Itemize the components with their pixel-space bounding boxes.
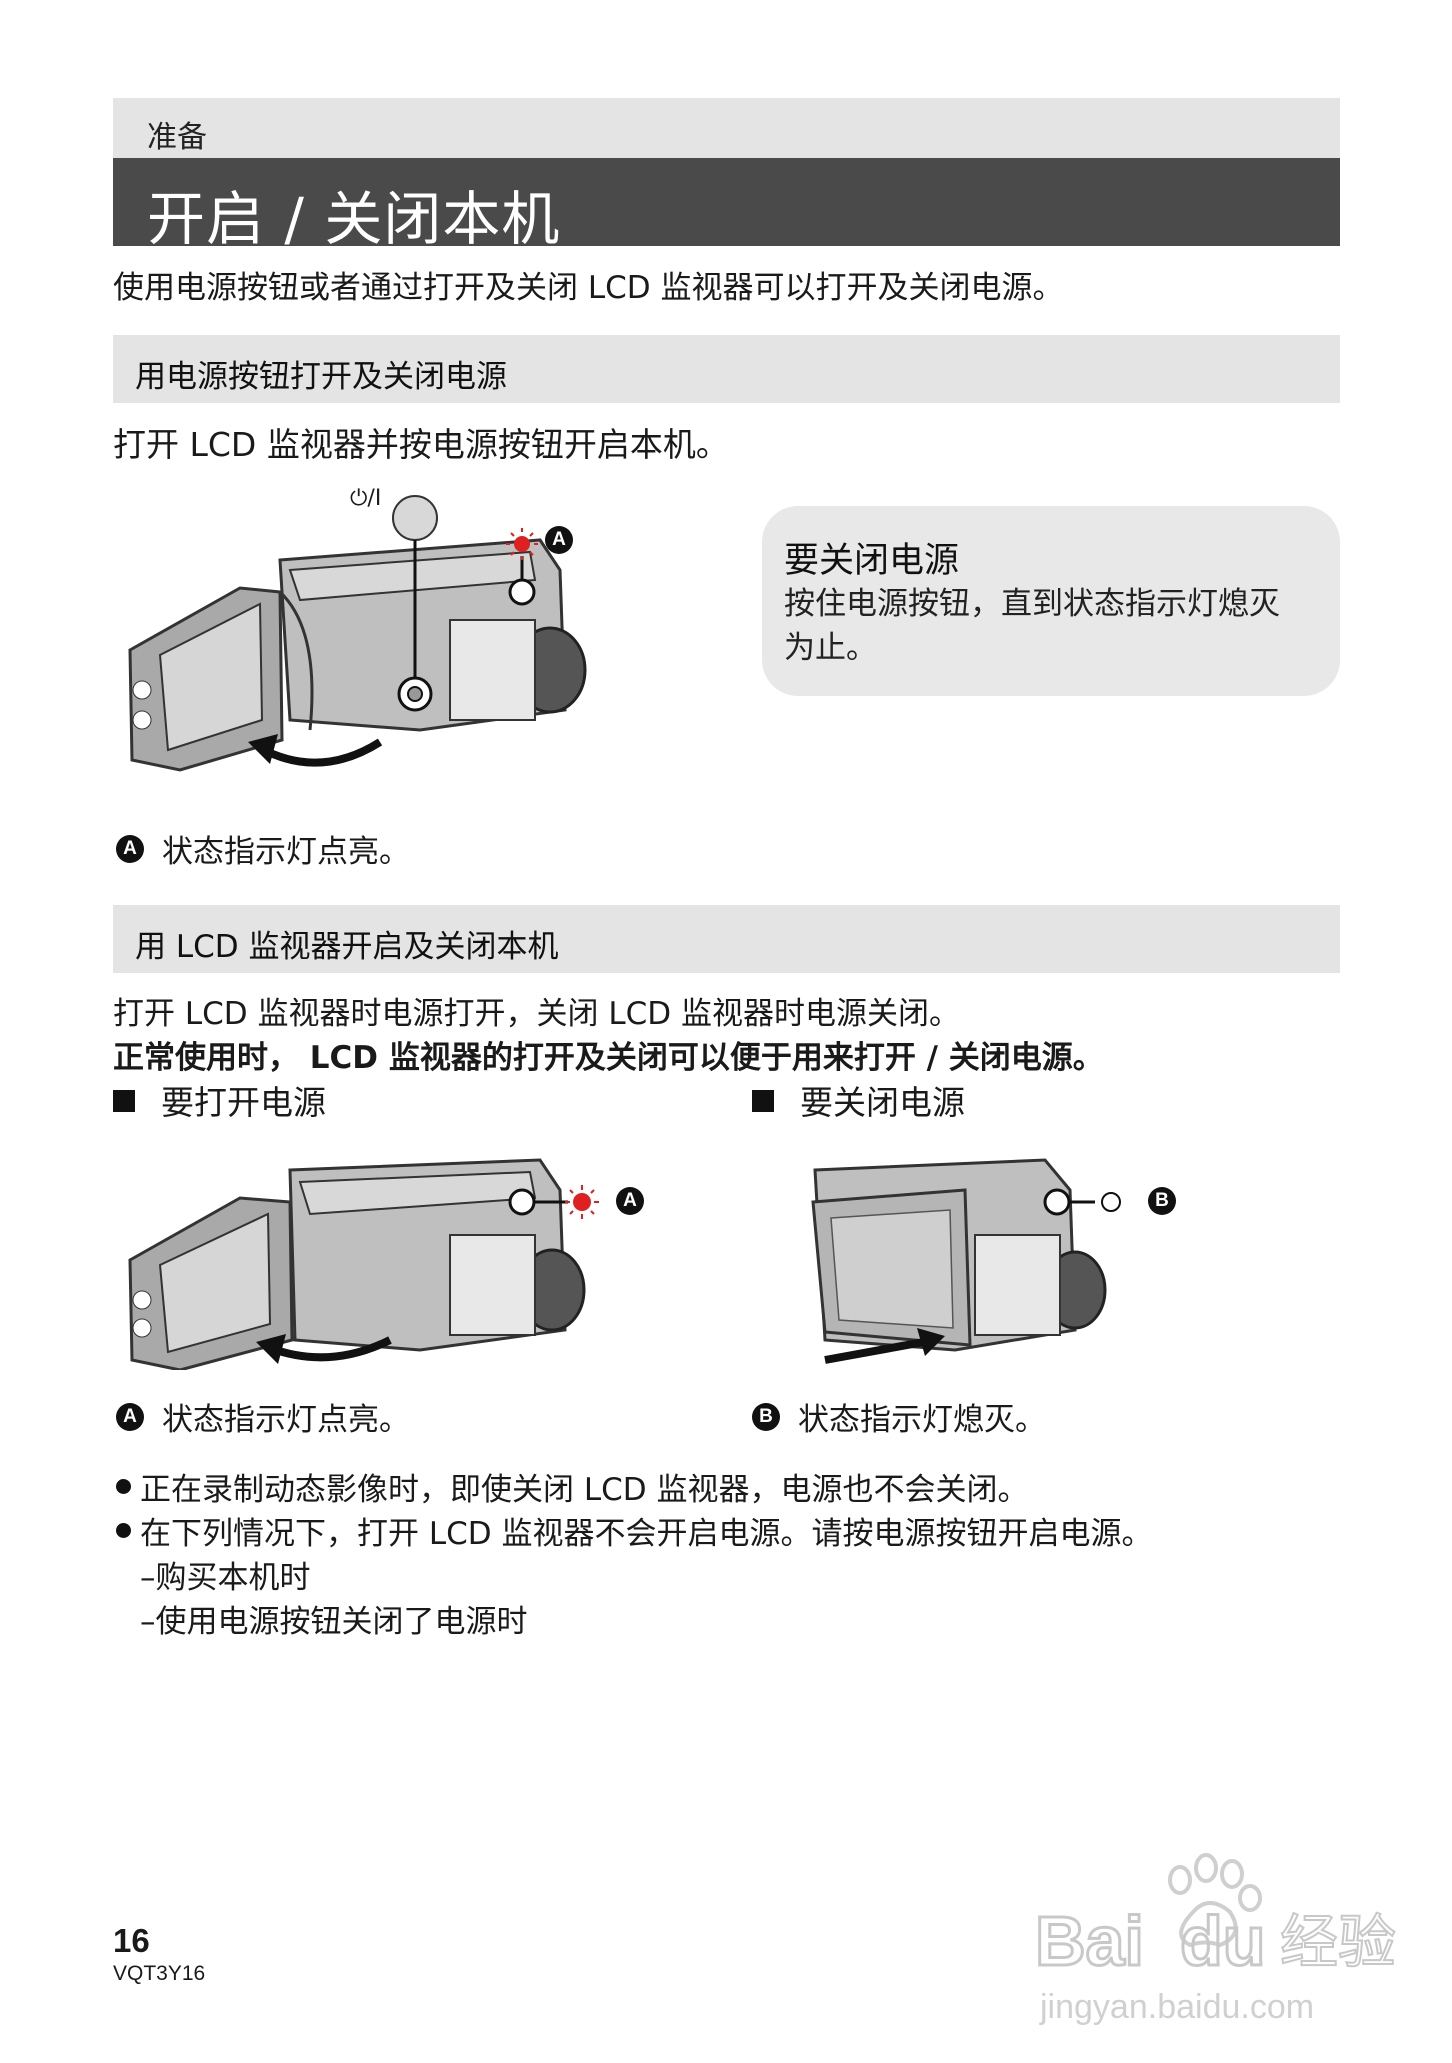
chapter-label-bar: 准备 — [113, 98, 1340, 158]
note-sub-item-2: –使用电源按钮关闭了电源时 — [140, 1604, 528, 1640]
note-sub-item-1: –购买本机时 — [140, 1560, 311, 1596]
chapter-label: 准备 — [147, 120, 207, 155]
section2-line1: 打开 LCD 监视器时电源打开，关闭 LCD 监视器时电源关闭。 — [113, 996, 960, 1032]
marker-a-figure1: A — [545, 526, 573, 554]
svg-text:du: du — [1180, 1902, 1266, 1980]
camcorder-closed-lcd-illustration — [811, 1158, 1121, 1364]
bullet-dot-icon — [116, 1523, 131, 1538]
marker-b: B — [1148, 1187, 1176, 1215]
marker-a-figure2: A — [616, 1187, 644, 1215]
section1-heading: 用电源按钮打开及关闭电源 — [135, 359, 507, 395]
svg-text:Bai: Bai — [1035, 1902, 1144, 1980]
note-text: 正在录制动态影像时，即使关闭 LCD 监视器，电源也不会关闭。 — [140, 1472, 1029, 1508]
svg-text:经验: 经验 — [1280, 1908, 1396, 1976]
power-off-callout: 要关闭电源 按住电源按钮，直到状态指示灯熄灭为止。 — [762, 506, 1340, 696]
camcorder-open-lcd-illustration — [128, 1158, 599, 1370]
square-bullet-icon — [752, 1090, 774, 1112]
page-title-bar: 开启 / 关闭本机 — [113, 158, 1340, 253]
document-code: VQT3Y16 — [113, 1962, 206, 1985]
caption-text: 状态指示灯点亮。 — [162, 834, 410, 870]
caption-marker-b: B — [752, 1402, 780, 1431]
caption-b-text: 状态指示灯熄灭。 — [798, 1402, 1046, 1438]
section1-heading-bar: 用电源按钮打开及关闭电源 — [113, 335, 1340, 403]
section2-heading: 用 LCD 监视器开启及关闭本机 — [135, 929, 559, 965]
page-number: 16 — [113, 1922, 150, 1959]
section2-line2: 正常使用时， LCD 监视器的打开及关闭可以便于用来打开 / 关闭电源。 — [113, 1040, 1104, 1076]
section2-heading-bar: 用 LCD 监视器开启及关闭本机 — [113, 905, 1340, 973]
intro-text: 使用电源按钮或者通过打开及关闭 LCD 监视器可以打开及关闭电源。 — [113, 270, 1064, 306]
caption-lamp-on: A 状态指示灯点亮。 — [116, 1394, 410, 1439]
power-off-heading-row: 要关闭电源 — [752, 1076, 965, 1124]
bullet-dot-icon — [116, 1479, 131, 1494]
caption-marker-a: A — [116, 1402, 144, 1431]
page-title: 开启 / 关闭本机 — [147, 185, 561, 253]
callout-body: 按住电源按钮，直到状态指示灯熄灭为止。 — [784, 586, 1280, 666]
marker-a: A — [545, 526, 573, 554]
caption-marker-a: A — [116, 834, 144, 863]
baidu-jingyan-watermark: Bai du 经验 jingyan.baidu.com — [1034, 1853, 1397, 2026]
note-bullet-2: 在下列情况下，打开 LCD 监视器不会开启电源。请按电源按钮开启电源。 — [116, 1508, 1153, 1553]
marker-b-figure3: B — [1148, 1187, 1176, 1215]
caption-a-text: 状态指示灯点亮。 — [162, 1402, 410, 1438]
note-text: 在下列情况下，打开 LCD 监视器不会开启电源。请按电源按钮开启电源。 — [140, 1516, 1153, 1552]
marker-a: A — [616, 1187, 644, 1215]
power-on-heading: 要打开电源 — [161, 1083, 326, 1122]
section1-instruction: 打开 LCD 监视器并按电源按钮开启本机。 — [113, 425, 729, 464]
watermark-url: jingyan.baidu.com — [1039, 1988, 1314, 2026]
square-bullet-icon — [113, 1090, 135, 1112]
caption-lamp-off: B 状态指示灯熄灭。 — [752, 1394, 1046, 1439]
power-off-heading: 要关闭电源 — [800, 1083, 965, 1122]
camcorder-open-power-button-illustration — [128, 495, 587, 772]
power-on-heading-row: 要打开电源 — [113, 1076, 326, 1124]
callout-title: 要关闭电源 — [784, 541, 960, 581]
note-bullet-1: 正在录制动态影像时，即使关闭 LCD 监视器，电源也不会关闭。 — [116, 1464, 1029, 1509]
power-button-label: ⏻/I — [350, 486, 382, 511]
section1-caption: A 状态指示灯点亮。 — [116, 826, 410, 871]
